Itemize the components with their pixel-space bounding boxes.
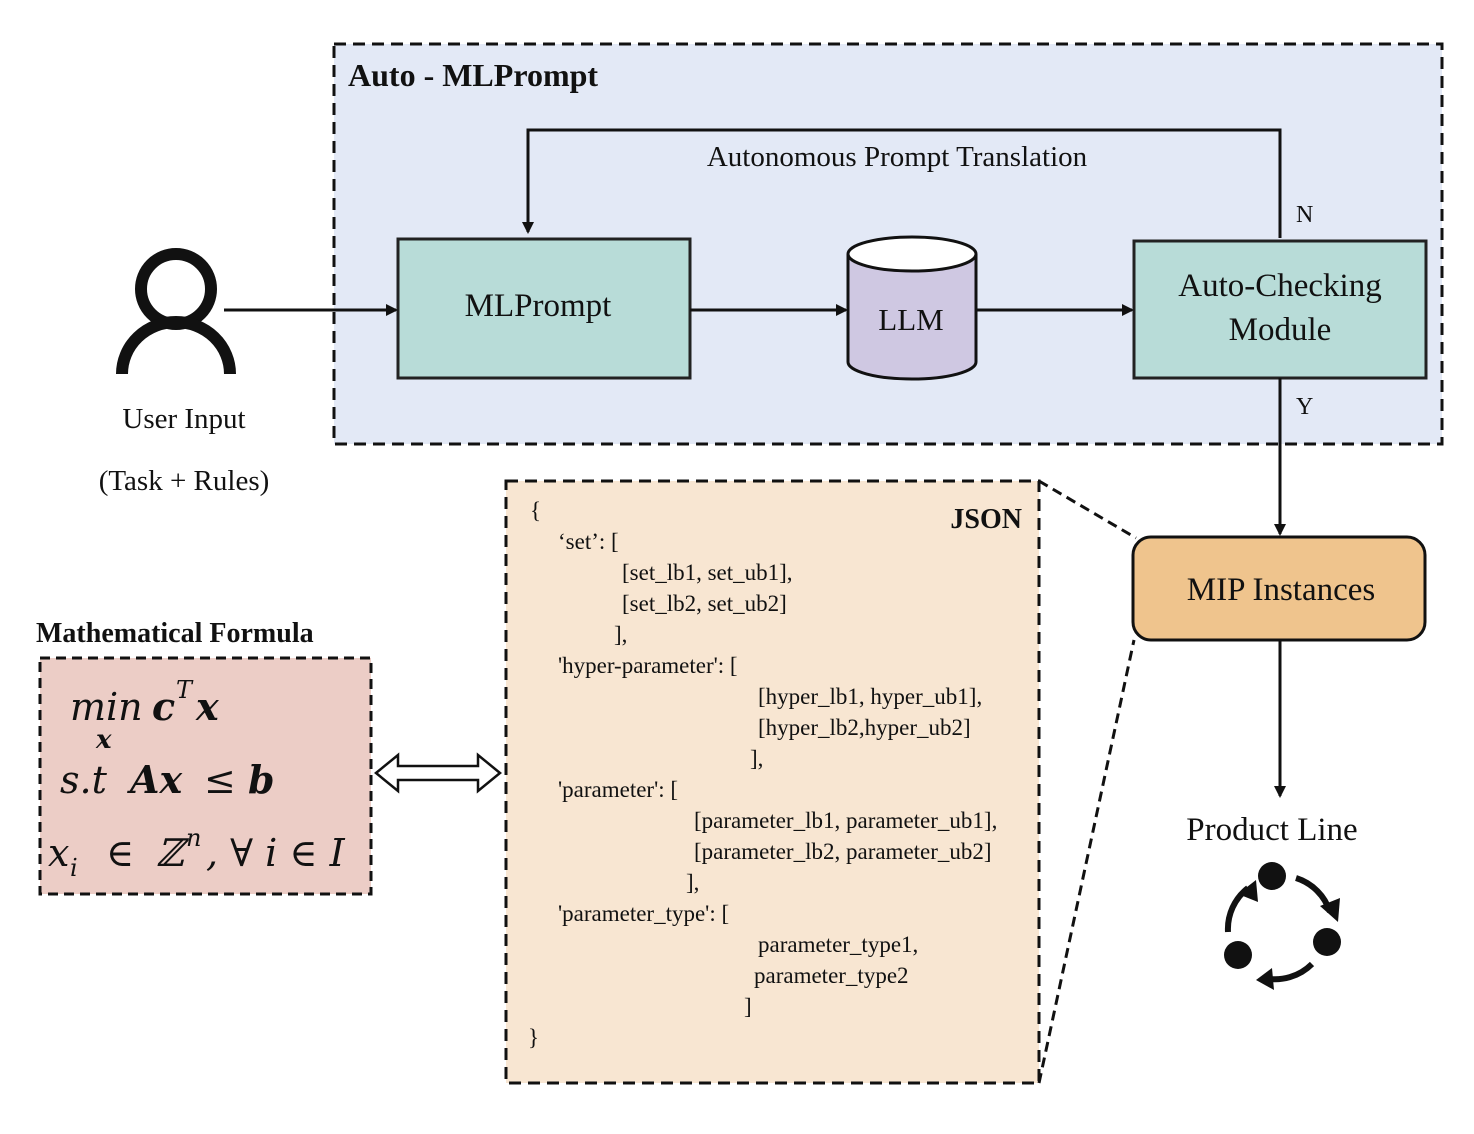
json-line: [hyper_lb1, hyper_ub1], bbox=[758, 684, 982, 709]
no-label: N bbox=[1296, 202, 1313, 228]
json-line: ], bbox=[686, 870, 699, 895]
json-line: ] bbox=[744, 994, 752, 1019]
formula-box bbox=[38, 656, 373, 896]
json-line: { bbox=[530, 498, 541, 523]
json-line: parameter_type1, bbox=[758, 932, 918, 957]
svg-text:x: x bbox=[95, 725, 112, 755]
user-input-label: User Input bbox=[122, 403, 245, 435]
formula-title: Mathematical Formula bbox=[36, 618, 314, 649]
formula-line-3: x i ∈ ℤ n , ∀ i ∈ I bbox=[48, 824, 346, 882]
mip-instances-label: MIP Instances bbox=[1187, 572, 1376, 608]
json-line: 'parameter_type': [ bbox=[558, 901, 729, 926]
json-line: 'parameter': [ bbox=[558, 777, 678, 802]
json-title: JSON bbox=[950, 504, 1022, 535]
svg-text:x: x bbox=[195, 684, 220, 729]
json-line: [parameter_lb1, parameter_ub1], bbox=[694, 808, 997, 833]
json-content: { ‘set’: [[set_lb1, set_ub1], [set_lb2, se… bbox=[528, 498, 997, 1050]
user-icon bbox=[116, 248, 236, 375]
json-line: parameter_type2 bbox=[754, 963, 909, 988]
formula-line-2: s.t Ax ≤ b bbox=[60, 757, 275, 802]
json-line: ‘set’: [ bbox=[558, 529, 619, 554]
llm-label: LLM bbox=[878, 302, 943, 337]
svg-text:Ax: Ax bbox=[127, 757, 183, 802]
product-line-label: Product Line bbox=[1186, 812, 1357, 848]
yes-label: Y bbox=[1296, 394, 1313, 420]
database-icon bbox=[846, 235, 978, 381]
json-line: [parameter_lb2, parameter_ub2] bbox=[694, 839, 992, 864]
auto-mlprompt-title: Auto - MLPrompt bbox=[348, 57, 598, 93]
zoom-line-top bbox=[1038, 479, 1137, 540]
json-box bbox=[504, 479, 1041, 1085]
json-line: 'hyper-parameter': [ bbox=[558, 653, 738, 678]
svg-text:≤: ≤ bbox=[204, 758, 236, 802]
svg-text:b: b bbox=[248, 757, 275, 802]
mlprompt-box bbox=[396, 237, 692, 380]
json-line: ], bbox=[750, 746, 763, 771]
svg-text:x: x bbox=[48, 831, 69, 875]
svg-text:i: i bbox=[70, 854, 78, 882]
auto-checking-box bbox=[1132, 239, 1428, 380]
svg-text:s.t: s.t bbox=[60, 758, 108, 802]
svg-text:n: n bbox=[186, 824, 201, 852]
svg-text:c: c bbox=[152, 684, 175, 729]
mlprompt-label: MLPrompt bbox=[465, 288, 612, 324]
user-input-sublabel: (Task + Rules) bbox=[99, 465, 270, 497]
checker-label-line2: Module bbox=[1229, 312, 1332, 348]
double-arrow-icon bbox=[374, 752, 502, 794]
feedback-loop-arrow bbox=[522, 128, 1282, 238]
json-line: } bbox=[528, 1025, 539, 1050]
loop-label: Autonomous Prompt Translation bbox=[707, 141, 1088, 173]
cycle-icon bbox=[1224, 862, 1341, 990]
svg-text:T: T bbox=[176, 676, 194, 704]
checker-label-line1: Auto-Checking bbox=[1178, 268, 1381, 304]
formula-line-1: min x c T x bbox=[70, 676, 220, 755]
svg-text:∈: ∈ bbox=[106, 831, 134, 875]
zoom-line-bottom bbox=[1037, 639, 1136, 1084]
json-line: ], bbox=[614, 622, 627, 647]
json-line: [set_lb2, set_ub2] bbox=[622, 591, 787, 616]
svg-text:, ∀ i ∈ I: , ∀ i ∈ I bbox=[206, 831, 346, 875]
json-line: [hyper_lb2,hyper_ub2] bbox=[758, 715, 971, 740]
svg-text:min: min bbox=[70, 685, 143, 729]
json-line: [set_lb1, set_ub1], bbox=[622, 560, 793, 585]
